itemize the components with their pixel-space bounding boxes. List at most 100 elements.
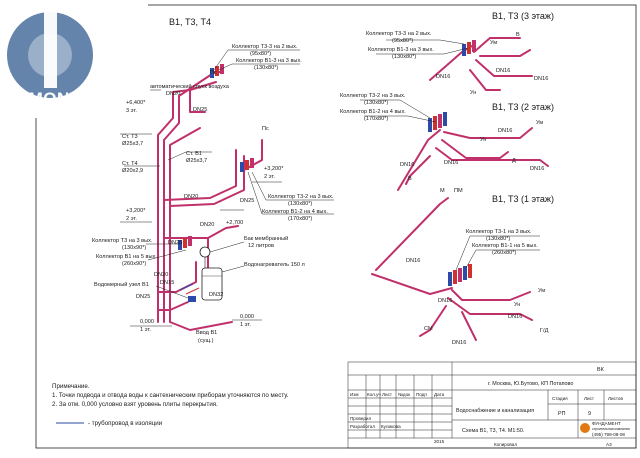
tb-proveril: Проверил	[350, 416, 371, 421]
left-labels: автоматический спуск воздуха Пс Пс Колле…	[92, 44, 334, 344]
drawing-label: (170х80*)	[288, 216, 312, 222]
drawing-label: DN16	[444, 160, 458, 166]
label-dn20-b: DN20	[154, 272, 168, 278]
drawing-label: Коллектор В1-3 на 3 вых.	[368, 47, 434, 53]
label-dn25-mid: DN25	[240, 198, 254, 204]
label-pc-mid: Пс	[262, 126, 269, 132]
label-manifold-b1-2: Коллектор В1-2 на 4 вых.	[262, 209, 328, 215]
drawing-label: Ум	[538, 288, 545, 294]
drawing-label: 1 эт.	[140, 327, 151, 333]
drawing-label: Коллектор В1-2 на 4 вых.	[340, 109, 406, 115]
notes-heading: Примечание.	[52, 383, 90, 390]
label-riser-b1: Ст. В1	[186, 151, 202, 157]
label-pc-top: Пс	[210, 70, 217, 76]
label-dn25-b: DN25	[136, 294, 150, 300]
label-level-3200b: +3,200*	[126, 208, 146, 214]
title-floor3: В1, Т3 (3 этаж)	[492, 11, 554, 21]
drawing-label: DN16	[406, 258, 420, 264]
drawing-label: СМ	[424, 326, 433, 332]
drawing-label: (95х80*)	[392, 38, 413, 44]
tb-code: ВК	[597, 367, 605, 373]
drawing-label: DN16	[534, 76, 548, 82]
water-heater	[201, 267, 223, 301]
logo-text: REMONTER.RU	[4, 89, 136, 108]
notes-line2: 2. За отм. 0,000 условно взят уровень пл…	[52, 401, 218, 408]
label-manifold-t3-2: Коллектор Т3-2 на 3 вых.	[268, 194, 334, 200]
logo: REMONTER.RU	[0, 0, 148, 118]
title-floor2: В1, Т3 (2 этаж)	[492, 102, 554, 112]
label-manifold-b1-3: Коллектор В1-3 на 3 вых.	[236, 58, 302, 64]
label-input-b1: Ввод В1	[196, 330, 217, 336]
drawing-label: (130х80*)	[364, 100, 388, 106]
floor1-pipework	[371, 197, 540, 341]
drawing-label: Ун	[480, 137, 486, 143]
drawing-label: (95х80*)	[250, 51, 271, 57]
drawing-label: (130х80*)	[254, 65, 278, 71]
label-level-6400: +6,400*	[126, 100, 146, 106]
tb-list: 9	[588, 411, 591, 417]
label-dn25-top: DN25	[193, 107, 207, 113]
floor3-labels: Коллектор Т3-3 на 2 вых. (95х80*) Коллек…	[366, 31, 548, 96]
title-floor1: В1, Т3 (1 этаж)	[492, 194, 554, 204]
drawing-label: (260х90*)	[122, 261, 146, 267]
label-water-heater: Водонагреватель 150 л	[244, 262, 305, 268]
label-manifold-t3-3: Коллектор Т3-3 на 2 вых.	[232, 44, 298, 50]
left-leaders	[124, 49, 334, 299]
label-riser-t4: Ст. Т4	[122, 161, 138, 167]
notes: Примечание. 1. Точки подвода и отвода во…	[52, 383, 289, 427]
drawing-label: 3 эт.	[126, 108, 137, 114]
drawing-label: Ум	[536, 120, 543, 126]
drawing-label: Г/Д	[540, 328, 549, 334]
drawing-label: DN16	[508, 314, 522, 320]
tb-address: г. Москва, Ю.Бутово, КП Потапово	[488, 381, 573, 387]
label-manifold-t3-1: Коллектор Т3 на 3 вых.	[92, 238, 153, 244]
drawing-label: Лист	[382, 392, 393, 397]
drawing-label: Ум	[490, 40, 497, 46]
drawing-label: Ø25х3,7	[122, 141, 143, 147]
label-air-vent: автоматический спуск воздуха	[150, 83, 230, 90]
notes-line1: 1. Точки подвода и отвода воды к сантехн…	[52, 392, 289, 399]
drawing-label: (130х90*)	[122, 245, 146, 251]
drawing-label: Ун	[470, 90, 476, 96]
drawing-label: Коллектор Т3-2 на 3 вых.	[340, 93, 406, 99]
drawing-label: DN16	[436, 74, 450, 80]
label-water-meter: Водомерный узел В1	[94, 281, 149, 288]
tb-year: 2015	[434, 439, 445, 444]
drawing-label: Коллектор Т3-3 на 2 вых.	[366, 31, 432, 37]
sheet-frame	[35, 4, 637, 449]
label-zero-b: 0,000	[240, 314, 254, 320]
title-block: ВК г. Москва, Ю.Бутово, КП Потапово Изм …	[347, 361, 637, 449]
label-dn32: DN32	[209, 292, 223, 298]
label-zero-a: 0,000	[140, 319, 154, 325]
tb-scheme: Схема В1, Т3, Т4. М1:50.	[462, 428, 524, 434]
company-logo: ФУНДАМЕНТ строительная компания (495) 79…	[580, 421, 630, 437]
tb-system: Водоснабжение и канализация	[456, 408, 534, 414]
drawing-label: Стадия	[552, 396, 568, 401]
drawing-label: Кол.уч	[367, 392, 381, 397]
drawing-label: DN16	[438, 298, 452, 304]
label-dn20-mid: DN20	[184, 194, 198, 200]
tb-stadia: РП	[558, 411, 566, 417]
drawing-label: DN16	[452, 340, 466, 346]
left-manifold-floor1	[178, 236, 192, 250]
label-level-2700: +2,700	[226, 220, 243, 226]
floor1-labels: М ПМ Коллектор Т3-1 на 3 вых. (130х80*) …	[406, 188, 549, 346]
drawing-label: DN16	[496, 68, 510, 74]
drawing-label: 2 эт.	[264, 174, 275, 180]
drawing-label: 1 эт.	[240, 322, 251, 328]
label-dn25-low: DN25	[168, 240, 182, 246]
drawing-label: Коллектор В1-1 на 5 вых.	[472, 243, 538, 249]
label-level-3200a: +3,200*	[264, 166, 284, 172]
drawing-label: В	[408, 176, 412, 182]
drawing-label: Ø25х3,7	[186, 158, 207, 164]
label-riser-t3: Ст. Т3	[122, 134, 138, 140]
floor2-labels: Коллектор Т3-2 на 3 вых. (130х80*) Колле…	[340, 93, 544, 182]
drawing-label: Коллектор Т3-1 на 3 вых.	[466, 229, 532, 235]
label-membrane-tank: Бак мембранный	[244, 235, 288, 242]
drawing-label: Подп	[416, 392, 427, 397]
company-logo-icon	[580, 423, 590, 433]
label-dn20-top: DN20	[166, 91, 180, 97]
drawing-label: Дата	[434, 392, 445, 397]
legend-insulated: - трубопровод в изоляции	[88, 420, 163, 427]
